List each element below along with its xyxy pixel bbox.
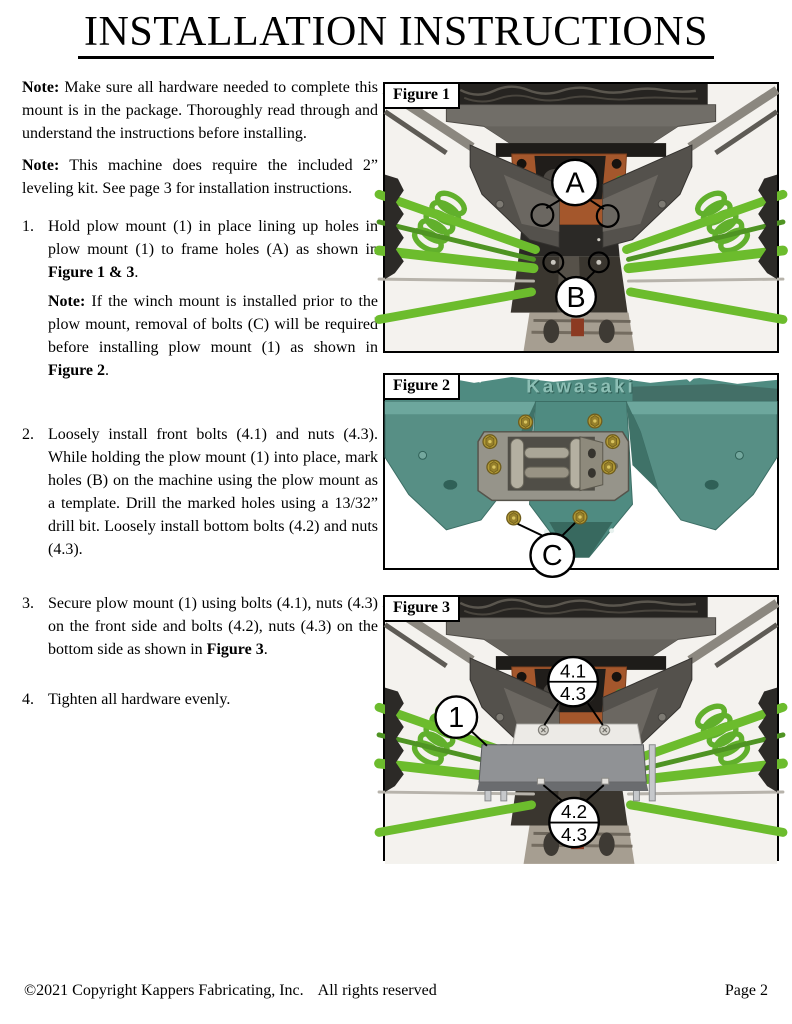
- note-label: Note:: [22, 79, 60, 96]
- instruction-step-4: 4. Tighten all hardware evenly.: [22, 688, 378, 711]
- brand-text: Kawasaki: [526, 376, 635, 397]
- step-number: 2.: [22, 426, 34, 443]
- figure-1-label: Figure 1: [383, 82, 461, 109]
- callout-4.1-4.3: 4.1 4.3: [543, 655, 604, 726]
- winch-mount-plate: [477, 413, 630, 526]
- instruction-step-1: 1. Hold plow mount (1) in place lining u…: [22, 215, 378, 382]
- step-body: Tighten all hardware evenly.: [48, 691, 231, 708]
- svg-text:4.1: 4.1: [560, 660, 586, 681]
- svg-text:4.3: 4.3: [561, 824, 587, 845]
- svg-text:1: 1: [448, 702, 464, 734]
- figure-3-label: Figure 3: [383, 595, 461, 622]
- step-body: Secure plow mount (1) using bolts (4.1),…: [48, 595, 378, 658]
- callout-A: A: [530, 158, 620, 228]
- figure-2-illustration: Kawasaki Kawasaki: [384, 375, 778, 578]
- svg-text:B: B: [566, 282, 585, 314]
- callout-1: 1: [434, 695, 488, 747]
- figure-1: A B Figure 1: [383, 82, 779, 353]
- step-body: Hold plow mount (1) in place lining up h…: [48, 215, 378, 382]
- step-body: Loosely install front bolts (4.1) and nu…: [48, 426, 378, 558]
- figure-2: Kawasaki Kawasaki: [383, 373, 779, 578]
- figure-1-illustration: A B: [385, 84, 777, 351]
- svg-text:C: C: [542, 540, 563, 572]
- svg-text:4.3: 4.3: [560, 683, 586, 704]
- copyright-text: ©2021 Copyright Kappers Fabricating, Inc…: [24, 982, 304, 999]
- figure-3: 1 4.1 4.3 4.2 4.3 Figure 3: [383, 595, 779, 861]
- figure-3-illustration: 1 4.1 4.3 4.2 4.3: [385, 597, 777, 859]
- page-title-text: INSTALLATION INSTRUCTIONS: [78, 9, 714, 60]
- instructions-column: Note: Make sure all hardware needed to c…: [22, 76, 378, 711]
- step-number: 3.: [22, 595, 34, 612]
- plow-mount-plate: [477, 723, 656, 802]
- brand-text-shadow: Kawasaki: [527, 377, 636, 398]
- instruction-step-2: 2. Loosely install front bolts (4.1) and…: [22, 423, 378, 561]
- step-number: 1.: [22, 218, 34, 235]
- svg-text:4.2: 4.2: [561, 801, 587, 822]
- page-footer: ©2021 Copyright Kappers Fabricating, Inc…: [24, 982, 768, 1000]
- svg-text:A: A: [565, 168, 585, 200]
- note-paragraph: Note: This machine does require the incl…: [22, 157, 378, 197]
- rights-text: All rights reserved: [317, 982, 437, 999]
- step-note: Note: If the winch mount is installed pr…: [48, 293, 378, 379]
- instruction-step-3: 3. Secure plow mount (1) using bolts (4.…: [22, 592, 378, 661]
- page-number: Page 2: [724, 982, 768, 999]
- note-label: Note:: [22, 157, 60, 174]
- page-title: INSTALLATION INSTRUCTIONS: [0, 9, 792, 60]
- winch-fairlead: [507, 436, 619, 492]
- figure-2-label: Figure 2: [383, 373, 461, 400]
- callout-C: C: [517, 522, 576, 578]
- step-number: 4.: [22, 691, 34, 708]
- note-paragraph: Note: Make sure all hardware needed to c…: [22, 79, 378, 142]
- copyright: ©2021 Copyright Kappers Fabricating, Inc…: [24, 982, 451, 1000]
- callout-B: B: [542, 251, 610, 318]
- callout-4.2-4.3: 4.2 4.3: [542, 784, 605, 849]
